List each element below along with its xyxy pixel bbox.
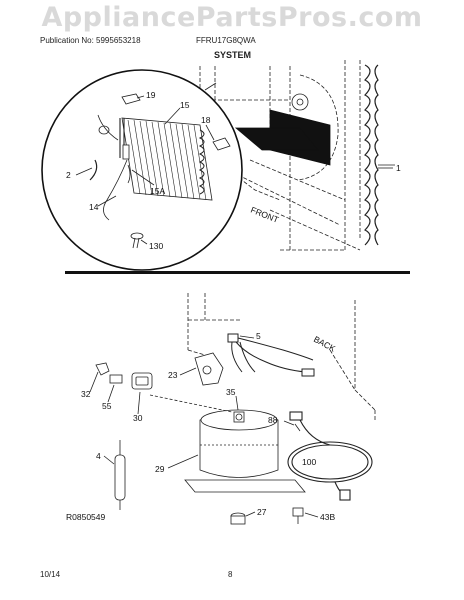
callout-27: 27 xyxy=(257,507,267,517)
power-cord-100 xyxy=(287,411,373,501)
clip-19 xyxy=(121,93,141,105)
back-label: BACK xyxy=(312,334,337,354)
clip-32 xyxy=(95,362,110,376)
callout-30: 30 xyxy=(133,413,143,423)
callout-19: 19 xyxy=(146,90,156,100)
callout-32: 32 xyxy=(81,389,91,399)
heater-wire xyxy=(103,159,128,221)
cabinet-bottom-outline xyxy=(187,293,376,420)
cabinet-outline xyxy=(199,60,361,251)
callout-4: 4 xyxy=(96,451,101,461)
section-title: SYSTEM xyxy=(214,50,252,60)
section-divider xyxy=(65,271,410,274)
callout-29: 29 xyxy=(155,464,165,474)
callout-15: 15 xyxy=(180,100,190,110)
compressor-29 xyxy=(184,409,306,493)
clip-18 xyxy=(212,137,231,151)
relay-bracket-23 xyxy=(194,352,224,386)
callout-100: 100 xyxy=(302,457,316,467)
drier-tube-4 xyxy=(114,440,126,510)
reference-number: R0850549 xyxy=(66,512,106,522)
drain-hole xyxy=(291,93,309,111)
callout-14: 14 xyxy=(89,202,99,212)
callout-23: 23 xyxy=(168,370,178,380)
callout-18: 18 xyxy=(201,115,211,125)
screw-130 xyxy=(130,232,144,249)
footer-date: 10/14 xyxy=(40,570,61,579)
relay-55 xyxy=(109,374,123,384)
callout-130: 130 xyxy=(149,241,163,251)
wire-harness-5 xyxy=(227,333,315,377)
front-label: FRONT xyxy=(249,205,280,225)
callout-15a: 15A xyxy=(150,186,165,196)
evaporator-opening-lower xyxy=(234,127,319,151)
callout-55: 55 xyxy=(102,401,112,411)
callout-43b: 43B xyxy=(320,512,335,522)
overload-30 xyxy=(131,372,153,390)
condenser-coil xyxy=(363,64,379,246)
watermark: AppliancePartsPros.com xyxy=(41,2,423,33)
grommet-27 xyxy=(230,512,246,525)
model-number: FFRU17G8QWA xyxy=(196,36,256,45)
callout-5: 5 xyxy=(256,331,261,341)
valve-43b xyxy=(292,507,304,517)
callout-35: 35 xyxy=(226,387,236,397)
publication-number: Publication No: 5995653218 xyxy=(40,36,141,45)
evaporator-coil xyxy=(119,117,213,201)
callout-1: 1 xyxy=(396,163,401,173)
footer-page-number: 8 xyxy=(228,570,233,579)
callout-2: 2 xyxy=(66,170,71,180)
callout-88: 88 xyxy=(268,415,278,425)
